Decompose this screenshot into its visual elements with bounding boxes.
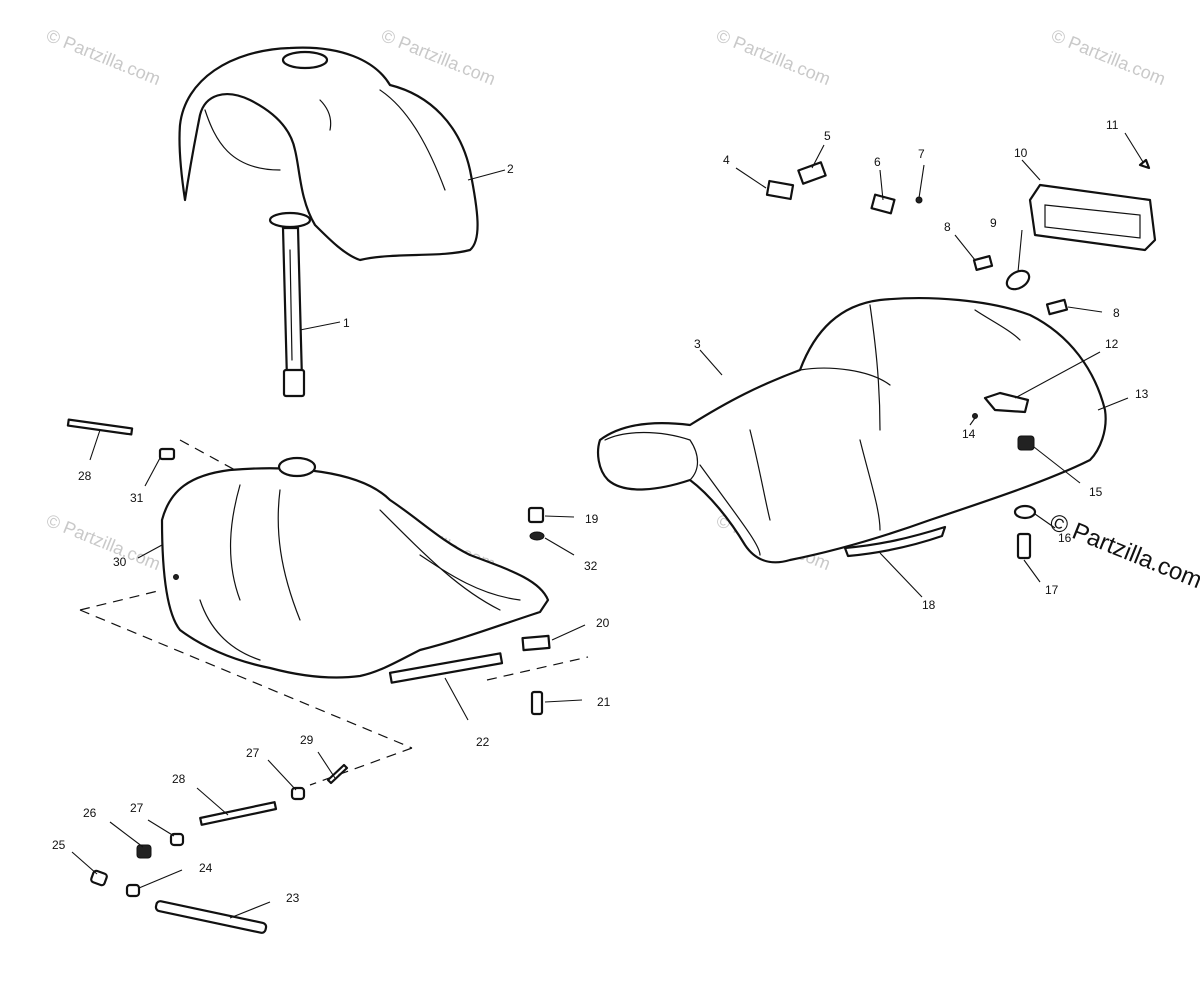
small-hardware [66, 158, 1151, 934]
part-18-strip [843, 525, 947, 558]
callout-28a: 28 [78, 469, 92, 483]
callout-27b: 27 [130, 801, 144, 815]
callout-20: 20 [596, 616, 610, 630]
callout-15: 15 [1089, 485, 1103, 499]
callout-9: 9 [990, 216, 997, 230]
callout-8b: 8 [1113, 306, 1120, 320]
callout-18: 18 [922, 598, 936, 612]
part-28-rod [199, 801, 278, 826]
part-8-bulb [972, 254, 994, 272]
callout-8a: 8 [944, 220, 951, 234]
watermark: © Partzilla.com [379, 25, 499, 89]
callout-27a: 27 [246, 746, 260, 760]
assembly-lines [79, 439, 589, 786]
part-15-nut [1017, 435, 1035, 451]
callout-31: 31 [130, 491, 144, 505]
callout-1: 1 [343, 316, 350, 330]
part-32-washer [529, 531, 545, 541]
part-16-washer [1013, 504, 1037, 520]
callout-29: 29 [300, 733, 314, 747]
part-21-bolt [530, 690, 544, 716]
callout-26: 26 [83, 806, 97, 820]
callout-13: 13 [1135, 387, 1149, 401]
callout-10: 10 [1014, 146, 1028, 160]
callout-11: 11 [1106, 118, 1119, 132]
part-9-bulb [1005, 269, 1031, 291]
part-23-rod [154, 900, 268, 934]
part-2-tank-cover [178, 46, 479, 262]
part-6-plate [870, 193, 896, 215]
part-14-rivet [972, 413, 978, 419]
callout-4: 4 [723, 153, 730, 167]
leader-lines [71, 132, 1144, 919]
part-5-plate [797, 161, 827, 185]
part-8-bulb [1045, 298, 1069, 316]
watermark: © Partzilla.com [1049, 25, 1169, 89]
part-28-rod [66, 418, 134, 436]
callout-23: 23 [286, 891, 300, 905]
part-12-bracket [983, 391, 1030, 414]
callout-16: 16 [1058, 531, 1072, 545]
part-4-plate [765, 179, 795, 201]
callout-21: 21 [597, 695, 611, 709]
callout-3: 3 [694, 337, 701, 351]
part-19-nut [527, 506, 545, 524]
callout-19: 19 [585, 512, 599, 526]
callout-28b: 28 [172, 772, 186, 786]
callout-25: 25 [52, 838, 66, 852]
part-30-fuel-tank [160, 456, 550, 679]
callout-labels: 1 2 3 4 5 6 7 8 8 9 10 11 12 13 14 15 16… [52, 118, 1149, 905]
part-26-grommet [136, 844, 152, 859]
callout-17: 17 [1045, 583, 1059, 597]
callout-14: 14 [962, 427, 976, 441]
callout-22: 22 [476, 735, 490, 749]
part-29-pin [326, 763, 349, 785]
part-25-fitting [90, 869, 108, 887]
watermark: © Partzilla.com [44, 510, 164, 574]
part-10-tail-light [1028, 183, 1157, 252]
callout-32: 32 [584, 559, 598, 573]
part-1-filler-neck [268, 211, 312, 398]
part-3-seat [597, 297, 1107, 564]
callout-24: 24 [199, 861, 213, 875]
part-27-spacer [169, 832, 185, 847]
callout-12: 12 [1105, 337, 1119, 351]
part-31-fitting [158, 447, 176, 461]
part-20-pad [521, 634, 551, 652]
part-24-spacer [125, 883, 141, 898]
callout-30: 30 [113, 555, 127, 569]
watermark-corner: © Partzilla.com [1046, 509, 1200, 595]
watermark: © Partzilla.com [714, 25, 834, 89]
part-27-spacer [290, 786, 306, 801]
part-11-screw [1138, 158, 1151, 170]
watermark: © Partzilla.com [44, 25, 164, 89]
callout-7: 7 [918, 147, 925, 161]
callout-6: 6 [874, 155, 881, 169]
part-22-strip [388, 652, 504, 684]
part-17-bolt [1016, 532, 1032, 560]
callout-5: 5 [824, 129, 831, 143]
callout-2: 2 [507, 162, 514, 176]
